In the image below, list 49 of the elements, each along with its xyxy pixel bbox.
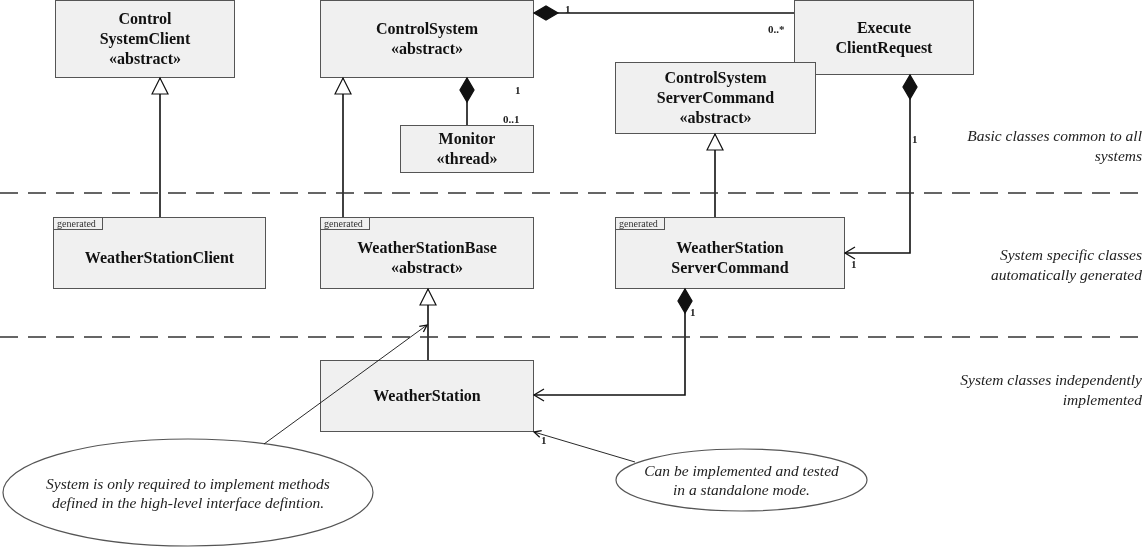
class-name: Monitor [438, 129, 496, 149]
class-name: WeatherStation [373, 386, 481, 406]
note-ellipse [2, 438, 374, 547]
multiplicity-label: 1 [851, 258, 857, 270]
class-name: ControlSystem ServerCommand [655, 68, 776, 108]
class-box [615, 217, 845, 289]
stereotype-label: «thread» [436, 149, 498, 169]
stereotype-label: «abstract» [391, 39, 463, 59]
composition-line [844, 74, 918, 260]
class-box [615, 62, 816, 134]
multiplicity-label: 0..1 [503, 113, 520, 125]
class-name: WeatherStationClient [84, 248, 235, 268]
multiplicity-label: 1 [912, 133, 918, 145]
layer-note: Basic classes common to all systems [966, 126, 1142, 166]
class-name: Control SystemClient [98, 9, 192, 49]
note-ellipse [615, 448, 868, 512]
class-box [320, 360, 534, 432]
layer-note: System specific classes automatically generated [989, 245, 1142, 285]
class-name: ControlSystem [376, 19, 478, 39]
stereotype-label: «abstract» [391, 258, 463, 278]
multiplicity-label: 1 [541, 434, 547, 446]
stereotype-label: «abstract» [679, 108, 752, 128]
class-name: WeatherStationBase [357, 238, 497, 258]
composition-line [459, 77, 475, 126]
composition-line [533, 5, 795, 21]
tag-label: generated [615, 217, 665, 230]
class-box [794, 0, 974, 75]
note-text: System is only required to implement methods defined in the high-level interface defintion. [45, 473, 331, 512]
tag-label: generated [320, 217, 370, 230]
generalization-arrow [706, 133, 724, 218]
multiplicity-label: 0..* [768, 23, 785, 35]
multiplicity-label: 1 [565, 3, 571, 15]
composition-line [533, 288, 693, 402]
class-box [53, 217, 266, 289]
class-box [320, 0, 534, 78]
generalization-arrow [419, 288, 437, 361]
generalization-arrow [334, 77, 352, 218]
stereotype-label: «abstract» [109, 49, 181, 69]
class-box [320, 217, 534, 289]
tag-label: generated [53, 217, 103, 230]
layer-note: System classes independently implemented [959, 370, 1142, 410]
generalization-arrow [151, 77, 169, 218]
class-name: WeatherStation ServerCommand [670, 238, 790, 278]
multiplicity-label: 1 [690, 306, 696, 318]
multiplicity-label: 1 [515, 84, 521, 96]
class-box [400, 125, 534, 173]
class-name: Execute ClientRequest [834, 17, 934, 58]
note-text: Can be implemented and tested in a standalone mode. [643, 461, 840, 499]
class-box [55, 0, 235, 78]
